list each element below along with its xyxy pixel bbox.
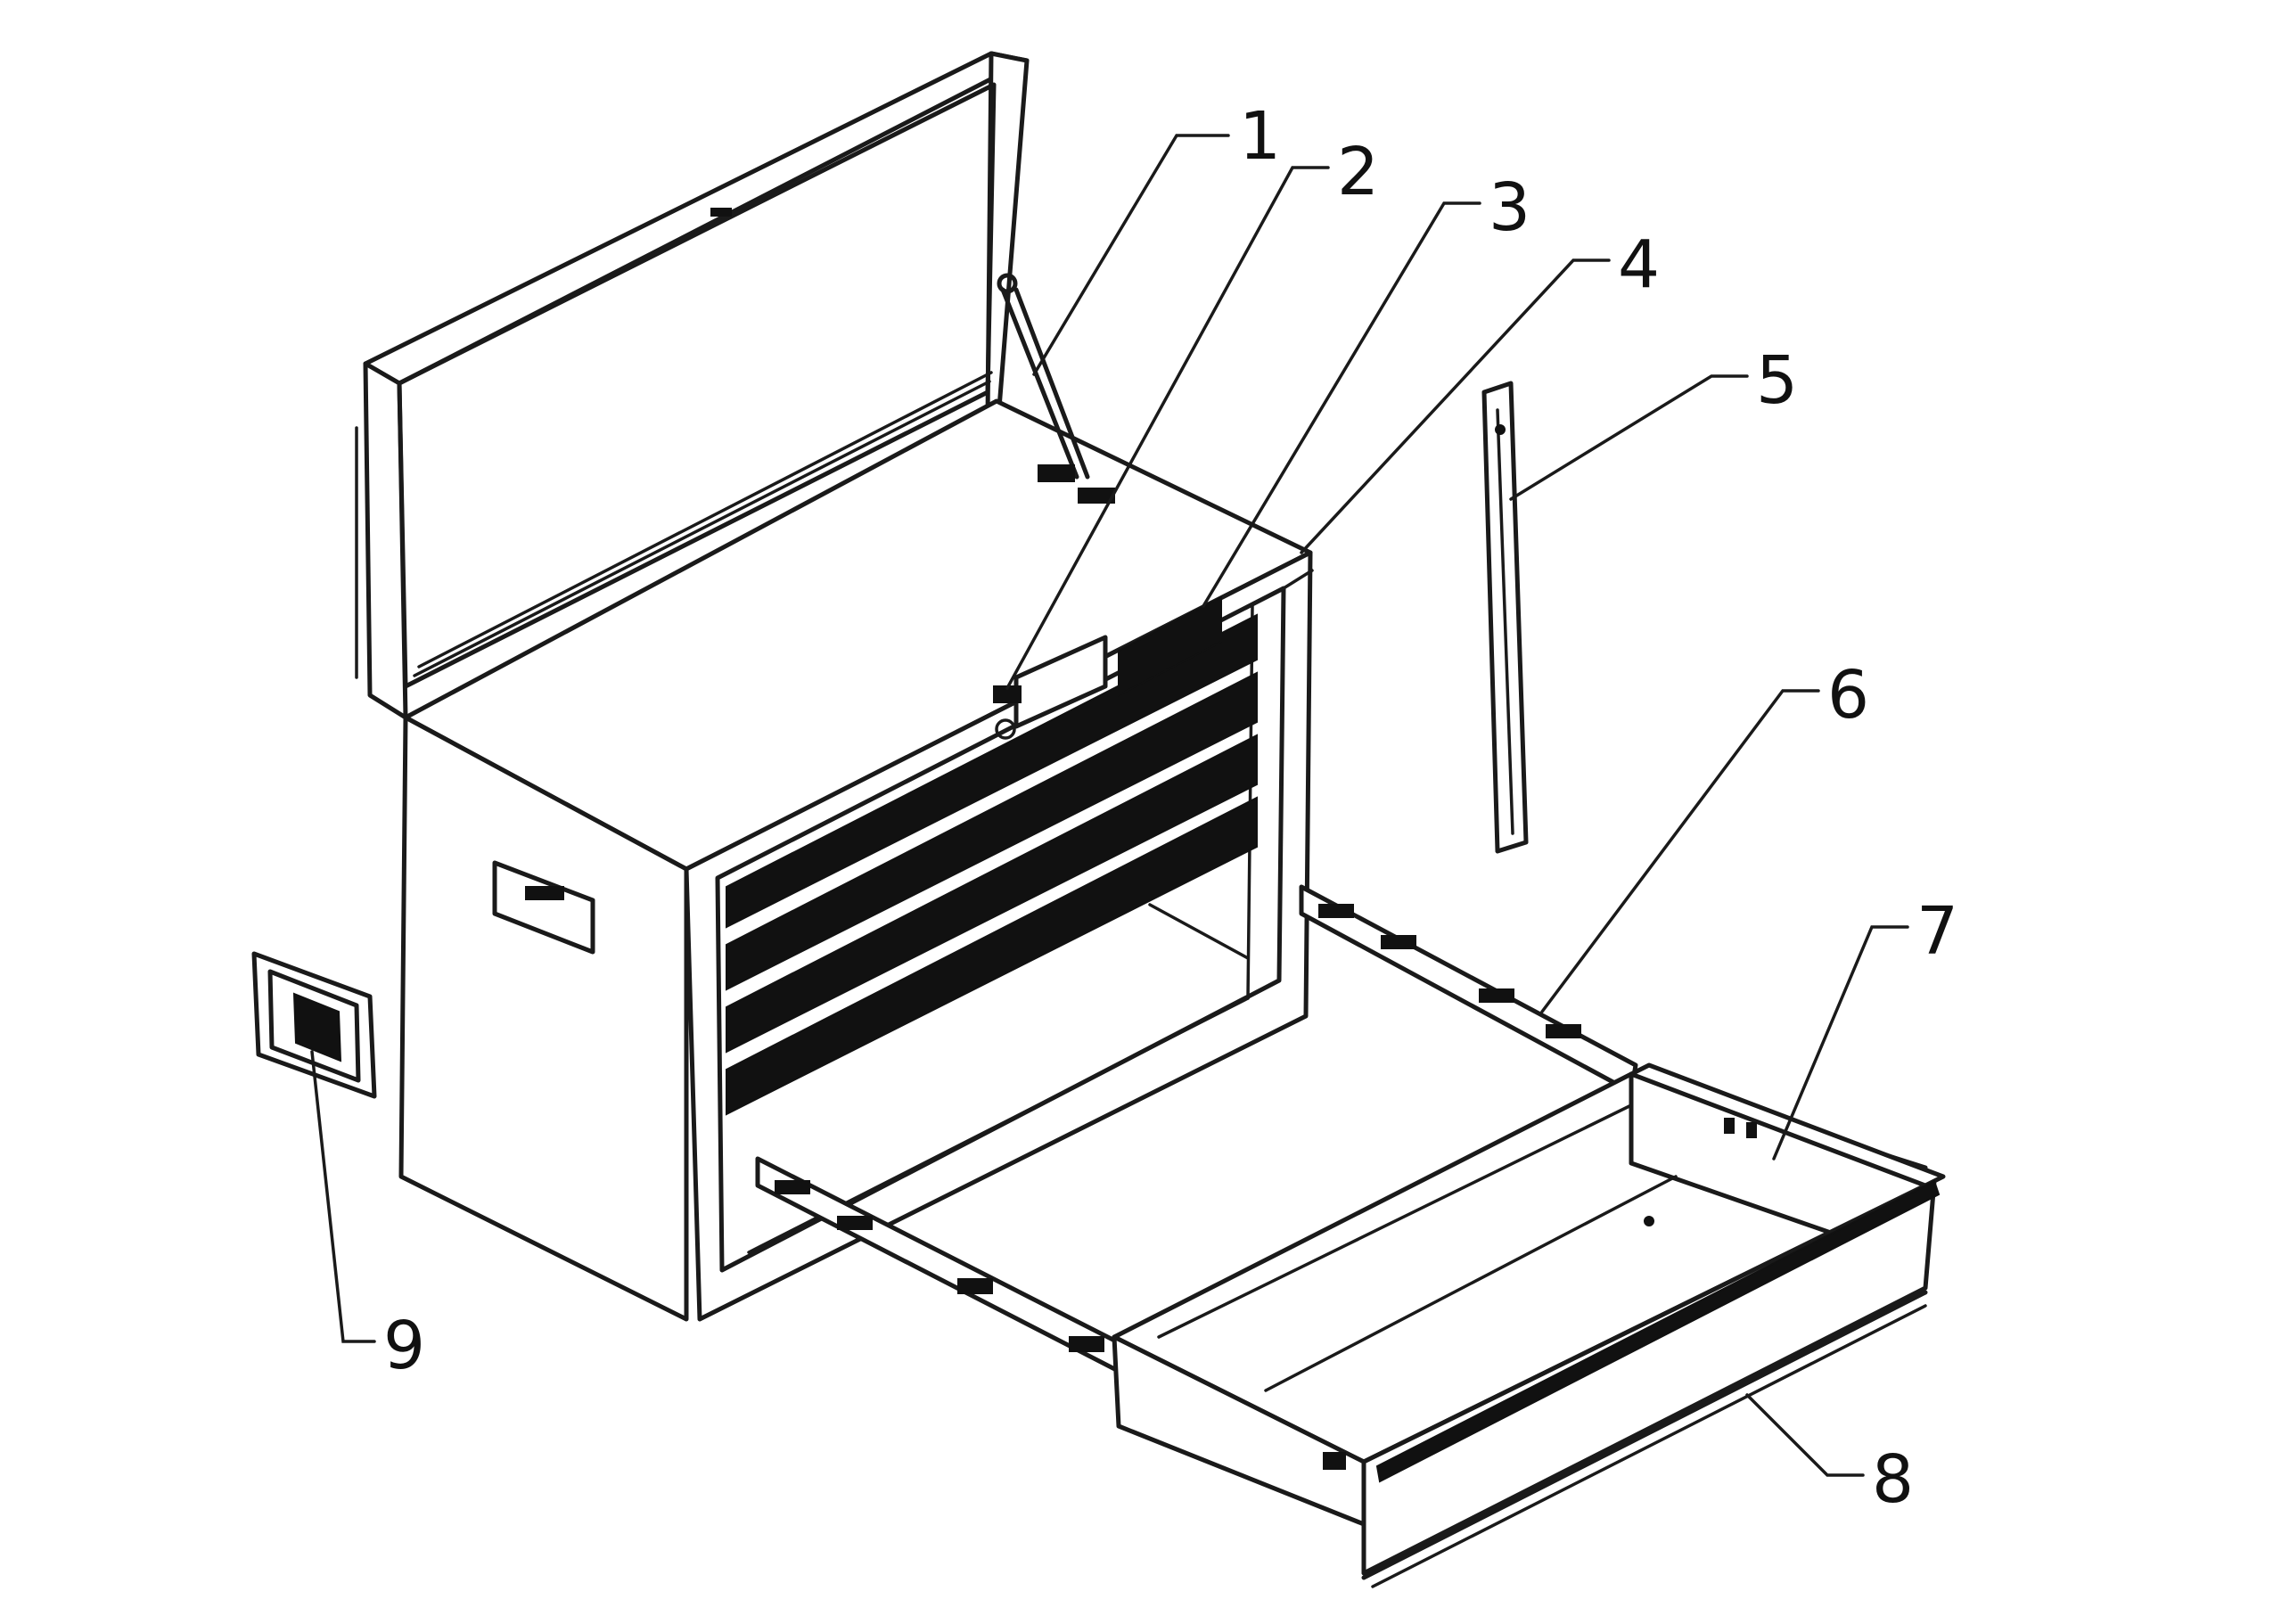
pulled-out-drawer: [755, 884, 1946, 1588]
callout-6: 6: [1827, 657, 1869, 734]
lock: [993, 685, 1022, 740]
callout-labels: 1 2 3 4 5 6 7 8 9: [383, 98, 1958, 1518]
callout-9: 9: [383, 1308, 425, 1384]
callout-1: 1: [1239, 98, 1281, 175]
lid-stay: [997, 273, 1115, 504]
slide-strip: [1481, 381, 1529, 854]
leader-lines: [310, 134, 1909, 1477]
lid: [355, 51, 1030, 720]
callout-4: 4: [1618, 226, 1660, 303]
callout-3: 3: [1489, 169, 1530, 246]
side-handle-part: [251, 951, 377, 1099]
callout-7: 7: [1916, 893, 1958, 970]
callout-2: 2: [1337, 134, 1379, 210]
drawer-stack: [726, 595, 1258, 1116]
callout-8: 8: [1872, 1441, 1914, 1518]
callout-5: 5: [1756, 342, 1798, 419]
